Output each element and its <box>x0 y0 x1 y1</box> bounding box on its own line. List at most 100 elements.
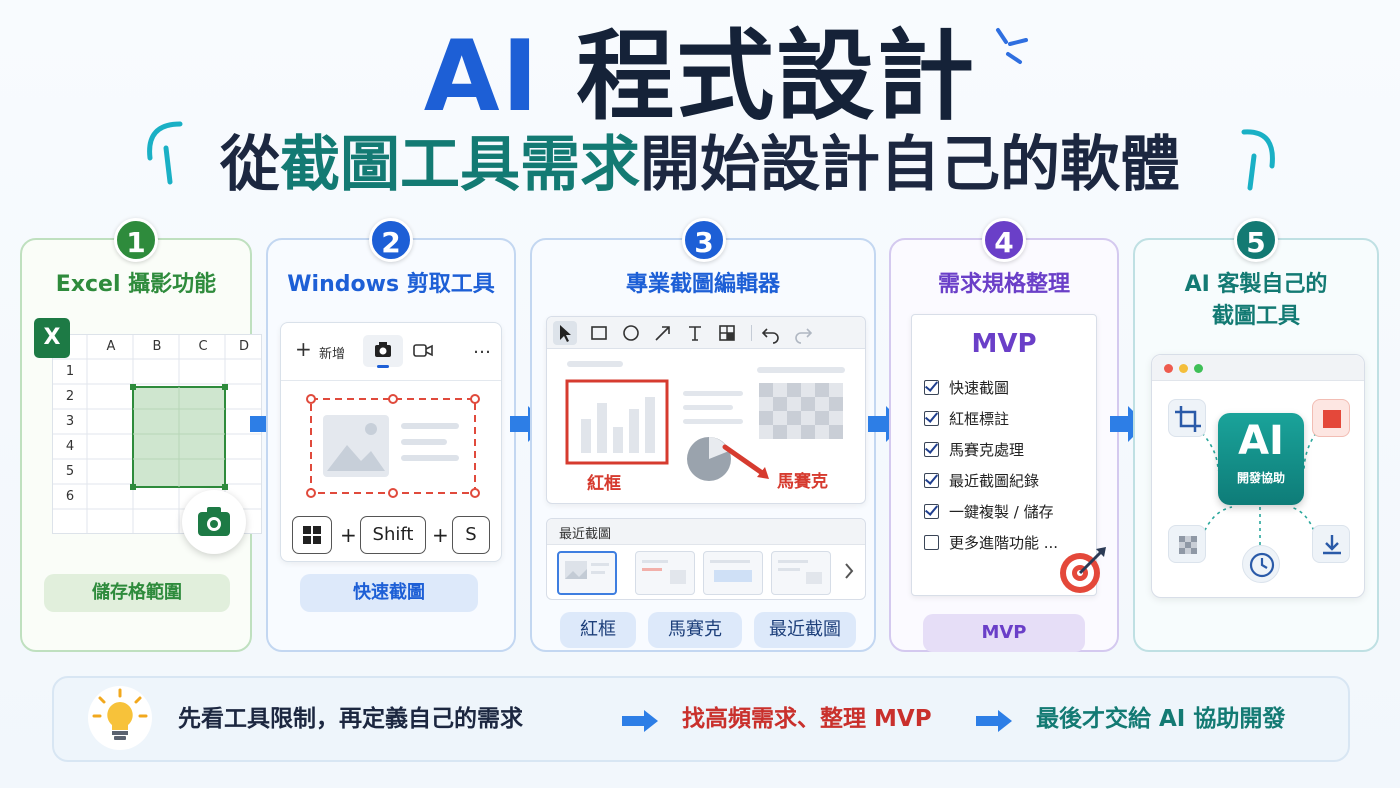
arrow-right-icon <box>622 710 658 732</box>
left-bracket-decoration-icon <box>147 121 183 185</box>
minimize-dot-icon[interactable] <box>1179 364 1188 373</box>
ai-core-label: AI <box>1238 418 1284 464</box>
mosaic-label: 馬賽克 <box>777 472 828 492</box>
step-3-card: 3 專業截圖編輯器 <box>530 218 876 652</box>
row-header: 3 <box>65 414 75 429</box>
mosaic-tool-icon[interactable] <box>1168 525 1206 563</box>
step-2-card: 2 Windows 剪取工具 + 新增 … <box>266 218 516 652</box>
checklist-item[interactable]: 最近截圖紀錄 <box>924 470 1094 492</box>
checklist-item[interactable]: 更多進階功能 ... <box>924 532 1094 554</box>
recent-title: 最近截圖 <box>559 527 612 542</box>
excel-logo-icon: X <box>34 318 70 358</box>
checkbox-checked-icon[interactable] <box>924 473 939 488</box>
checkbox-unchecked-icon[interactable] <box>924 535 939 550</box>
redo-icon[interactable] <box>791 321 815 345</box>
s-key: S <box>452 516 490 554</box>
text-tool-icon[interactable] <box>683 321 707 345</box>
maximize-dot-icon[interactable] <box>1194 364 1203 373</box>
step-2-title: Windows 剪取工具 <box>287 272 495 297</box>
checklist-item[interactable]: 一鍵複製 / 儲存 <box>924 501 1094 523</box>
quick-snip-button[interactable]: 快速截圖 <box>300 574 478 612</box>
right-bracket-decoration-icon <box>1241 129 1275 191</box>
recent-screenshots-panel: 最近截圖 <box>546 518 866 600</box>
clock-icon[interactable] <box>1242 545 1280 583</box>
undo-icon[interactable] <box>759 321 783 345</box>
recent-thumbnail[interactable] <box>635 551 695 595</box>
cursor-tool-icon[interactable] <box>553 321 577 345</box>
recent-thumbnail[interactable] <box>771 551 831 595</box>
screenshot-editor: 紅框 馬賽克 <box>546 316 866 504</box>
recent-thumbnail[interactable] <box>557 551 617 595</box>
column-header: D <box>238 339 249 354</box>
camera-mode-button[interactable] <box>363 335 403 368</box>
row-header: 6 <box>65 489 75 504</box>
snip-toolbar: + 新增 … <box>281 323 501 381</box>
keyboard-shortcut: + Shift + S <box>292 516 492 556</box>
spreadsheet: A B C D 1 2 3 4 5 6 <box>52 334 262 534</box>
step-4-card: 4 需求規格整理 MVP 快速截圖 紅框標註 馬賽克處理 最近截圖紀錄 一鍵複製… <box>889 218 1119 652</box>
ai-core-sublabel: 開發協助 <box>1236 471 1285 485</box>
new-snip-button[interactable]: 新增 <box>319 347 346 362</box>
lightbulb-icon <box>88 686 152 750</box>
row-header: 5 <box>65 464 75 479</box>
column-header: C <box>198 339 208 354</box>
rectangle-tool-icon[interactable] <box>587 321 611 345</box>
row-header: 2 <box>65 389 75 404</box>
crop-icon[interactable] <box>1168 399 1206 437</box>
save-range-button[interactable]: 儲存格範圍 <box>44 574 230 612</box>
editor-canvas <box>565 361 845 481</box>
summary-banner: 先看工具限制，再定義自己的需求 找高頻需求、整理 MVP 最後才交給 AI 協助… <box>52 676 1350 762</box>
recent-screenshots-button[interactable]: 最近截圖 <box>754 612 856 648</box>
subtitle-pre: 從 <box>220 130 280 200</box>
recent-thumbnail[interactable] <box>703 551 763 595</box>
mosaic-tool-icon[interactable] <box>715 321 739 345</box>
plus-sign: + <box>340 523 357 547</box>
checklist-item[interactable]: 馬賽克處理 <box>924 439 1094 461</box>
step-1-title: Excel 攝影功能 <box>55 272 217 297</box>
checkbox-checked-icon[interactable] <box>924 442 939 457</box>
banner-step-1: 先看工具限制，再定義自己的需求 <box>178 706 523 732</box>
step-5-title-line2: 截圖工具 <box>1211 304 1300 329</box>
mvp-heading: MVP <box>971 329 1037 359</box>
mvp-button[interactable]: MVP <box>923 614 1085 652</box>
checklist-item[interactable]: 紅框標註 <box>924 408 1094 430</box>
step-3-number: 3 <box>682 218 726 262</box>
camera-icon[interactable] <box>182 490 246 554</box>
row-header: 1 <box>65 364 75 379</box>
mosaic-button[interactable]: 馬賽克 <box>648 612 742 648</box>
step-5-title-line1: AI 客製自己的 <box>1184 272 1328 297</box>
chevron-right-icon[interactable] <box>841 559 857 583</box>
step-1-card: 1 Excel 攝影功能 <box>20 218 262 652</box>
arrow-tool-icon[interactable] <box>651 321 675 345</box>
add-icon[interactable]: + <box>295 337 312 361</box>
subtitle-highlight: 截圖工具需求 <box>280 130 640 200</box>
main-title-ai: AI <box>423 20 541 134</box>
red-box-button[interactable]: 紅框 <box>560 612 636 648</box>
download-icon[interactable] <box>1312 525 1350 563</box>
step-4-title: 需求規格整理 <box>937 272 1070 297</box>
subtitle: 從截圖工具需求開始設計自己的軟體 <box>0 128 1400 202</box>
more-menu-icon[interactable]: … <box>473 337 491 358</box>
banner-step-2: 找高頻需求、整理 MVP <box>682 706 932 732</box>
checkbox-checked-icon[interactable] <box>924 504 939 519</box>
circle-tool-icon[interactable] <box>619 321 643 345</box>
red-box-tool-icon[interactable] <box>1312 399 1350 437</box>
step-1-number: 1 <box>114 218 158 262</box>
close-dot-icon[interactable] <box>1164 364 1173 373</box>
checkbox-checked-icon[interactable] <box>924 411 939 426</box>
video-icon[interactable] <box>411 339 435 363</box>
banner-step-3: 最後才交給 AI 協助開發 <box>1036 706 1286 732</box>
checklist-item[interactable]: 快速截圖 <box>924 377 1094 399</box>
plus-sign: + <box>432 523 449 547</box>
shift-key: Shift <box>360 516 426 554</box>
custom-app-window: AI 開發協助 <box>1151 354 1365 598</box>
target-icon <box>1060 547 1106 593</box>
red-box-label: 紅框 <box>587 474 621 494</box>
subtitle-post: 開始設計自己的軟體 <box>640 130 1180 200</box>
checkbox-checked-icon[interactable] <box>924 380 939 395</box>
mvp-document: MVP 快速截圖 紅框標註 馬賽克處理 最近截圖紀錄 一鍵複製 / 儲存 更多進… <box>911 314 1106 596</box>
sparkle-icon <box>996 28 1028 64</box>
main-title-rest: 程式設計 <box>576 20 977 134</box>
windows-key-icon <box>292 516 332 554</box>
step-2-number: 2 <box>369 218 413 262</box>
